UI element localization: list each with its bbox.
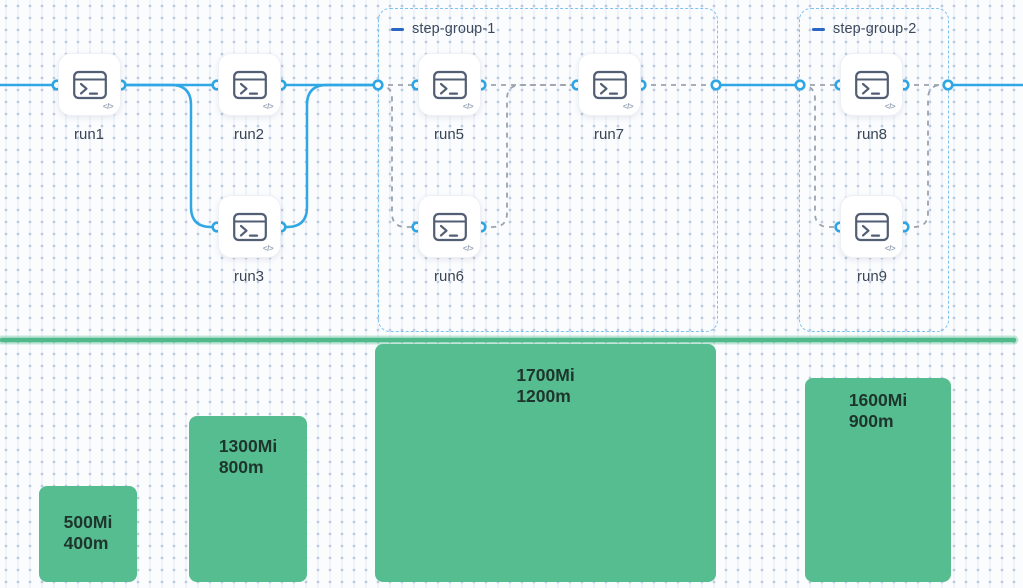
memory-value: 500Mi: [63, 512, 113, 532]
resource-bar-label: 1700Mi 1200m: [516, 344, 574, 408]
resource-bar-run1: 500Mi 400m: [39, 486, 137, 582]
step-group-2-label: step-group-2: [833, 21, 917, 37]
edge-run9-group2out[interactable]: [904, 84, 948, 228]
node-label-run3: run3: [233, 268, 265, 285]
node-run5[interactable]: </>: [418, 53, 481, 116]
node-label-run6: run6: [433, 268, 465, 285]
resource-bar-run2-run3: 1300Mi 800m: [189, 416, 307, 582]
step-group-2-container[interactable]: step-group-2: [799, 8, 949, 332]
collapse-minus-icon[interactable]: [812, 27, 825, 31]
node-run7[interactable]: </>: [578, 53, 641, 116]
code-icon: </>: [884, 102, 896, 111]
resource-bar-step-group-2: 1600Mi 900m: [805, 378, 951, 582]
edge-run3-group1[interactable]: [281, 83, 378, 229]
node-label-run2: run2: [233, 126, 265, 143]
terminal-icon: [232, 70, 267, 99]
node-run9[interactable]: </>: [840, 195, 903, 258]
step-group-1-container[interactable]: step-group-1: [378, 8, 718, 332]
terminal-icon: [232, 212, 267, 241]
node-run8[interactable]: </>: [840, 53, 903, 116]
terminal-icon: [72, 70, 107, 99]
terminal-icon: [854, 70, 889, 99]
code-icon: </>: [462, 244, 474, 253]
node-run1[interactable]: </>: [58, 53, 121, 116]
node-label-run8: run8: [856, 126, 888, 143]
code-icon: </>: [102, 102, 114, 111]
memory-value: 1300Mi: [218, 436, 278, 456]
code-icon: </>: [262, 102, 274, 111]
port-group1-out[interactable]: [710, 79, 722, 91]
port-group2-out[interactable]: [942, 79, 954, 91]
memory-value: 1600Mi: [848, 390, 908, 410]
memory-value: 1700Mi: [516, 365, 575, 385]
node-run3[interactable]: </>: [218, 195, 281, 258]
terminal-icon: [432, 212, 467, 241]
code-icon: </>: [884, 244, 896, 253]
step-group-2-header: step-group-2: [812, 21, 916, 37]
code-icon: </>: [622, 102, 634, 111]
edge-group1-run6[interactable]: [377, 84, 417, 228]
collapse-minus-icon[interactable]: [391, 27, 404, 31]
cpu-value: 1200m: [516, 386, 571, 407]
step-group-1-header: step-group-1: [391, 21, 495, 37]
terminal-icon: [432, 70, 467, 99]
edge-run1-run3[interactable]: [121, 83, 217, 229]
resource-bar-label: 500Mi 400m: [64, 486, 113, 555]
node-label-run9: run9: [856, 268, 888, 285]
code-icon: </>: [462, 102, 474, 111]
edge-run6-run7[interactable]: [481, 84, 577, 228]
resource-bar-step-group-1: 1700Mi 1200m: [375, 344, 716, 582]
terminal-icon: [592, 70, 627, 99]
node-run6[interactable]: </>: [418, 195, 481, 258]
resource-bar-label: 1600Mi 900m: [849, 378, 907, 433]
port-group1-in[interactable]: [372, 79, 384, 91]
node-label-run1: run1: [73, 126, 105, 143]
node-label-run7: run7: [593, 126, 625, 143]
step-group-1-label: step-group-1: [412, 21, 496, 37]
cpu-value: 800m: [218, 457, 264, 478]
edge-group2-run9[interactable]: [799, 84, 840, 228]
port-group2-in[interactable]: [794, 79, 806, 91]
cpu-value: 400m: [63, 533, 109, 554]
node-run2[interactable]: </>: [218, 53, 281, 116]
cpu-value: 900m: [848, 411, 894, 432]
terminal-icon: [854, 212, 889, 241]
resource-bar-label: 1300Mi 800m: [219, 416, 277, 479]
node-label-run5: run5: [433, 126, 465, 143]
code-icon: </>: [262, 244, 274, 253]
